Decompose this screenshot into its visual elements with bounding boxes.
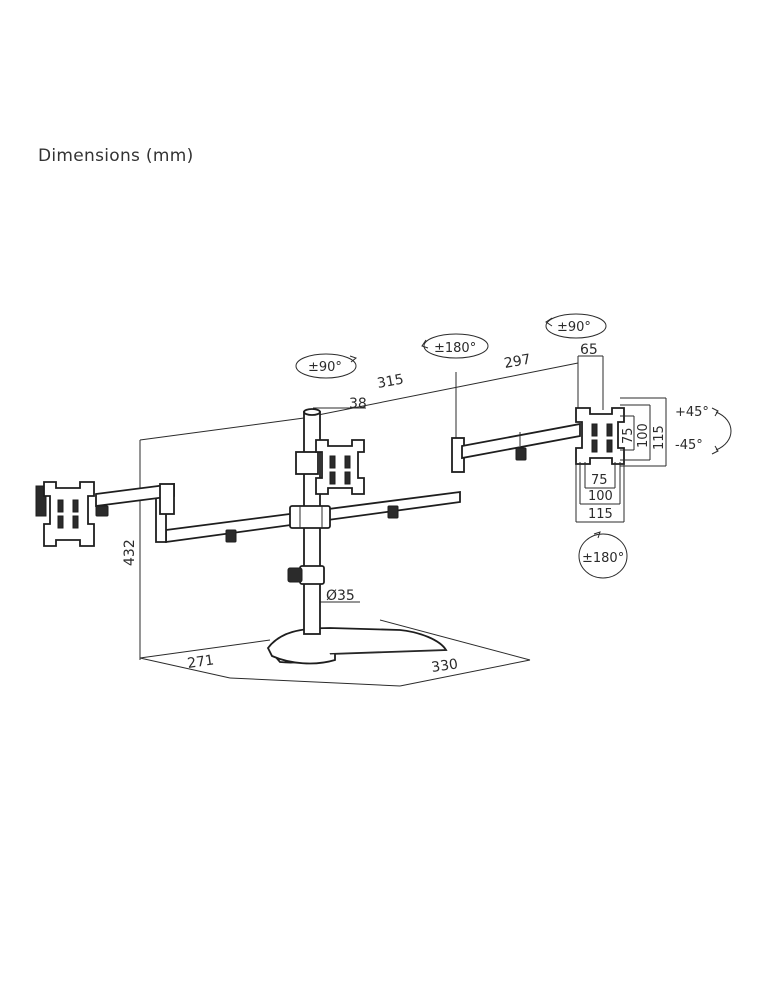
vesa-horizontal-115: 115 [588, 507, 613, 522]
dim-arm-segment: 297 [503, 352, 532, 372]
dim-base-width: 330 [430, 656, 459, 676]
vesa-vertical-75: 75 [621, 427, 636, 444]
dimension-lines [139, 355, 604, 687]
tilt-arrow-icon [711, 407, 732, 455]
vesa-brackets [575, 397, 667, 523]
right-arm [451, 422, 581, 473]
rotation-right-rotate: ±90° [557, 320, 591, 335]
left-vesa-plate [35, 481, 95, 547]
rotation-center-swivel: ±180° [434, 341, 476, 356]
dim-base-depth: 271 [186, 652, 215, 672]
vesa-horizontal-100: 100 [588, 489, 613, 504]
rotation-arrows [295, 313, 732, 579]
lower-arm [155, 490, 461, 544]
rotation-tilt-down: -45° [675, 438, 703, 453]
rotation-bottom-swivel: ±180° [582, 551, 624, 566]
rotate-arrow-icon [545, 313, 607, 339]
dim-height: 432 [122, 539, 138, 566]
desk-base [266, 627, 448, 665]
dim-pole-diameter: Ø35 [326, 588, 355, 604]
left-arm [95, 482, 175, 517]
page-title: Dimensions (mm) [38, 146, 194, 166]
dim-plate-offset: 65 [580, 342, 598, 358]
vesa-vertical-100: 100 [636, 423, 651, 448]
vesa-vertical-115: 115 [652, 425, 667, 450]
rotation-left-tilt: ±90° [308, 360, 342, 375]
center-vesa-plate [295, 439, 365, 495]
rotate-arrow-icon [295, 353, 358, 379]
dim-arm-reach: 315 [376, 372, 405, 392]
dim-top-offset: 38 [349, 396, 367, 412]
right-vesa-plate [575, 407, 625, 465]
rotation-tilt-up: +45° [675, 405, 709, 420]
rotate-arrow-icon [578, 531, 628, 579]
vesa-horizontal-75: 75 [591, 473, 608, 488]
rotate-arrow-icon [421, 333, 489, 359]
